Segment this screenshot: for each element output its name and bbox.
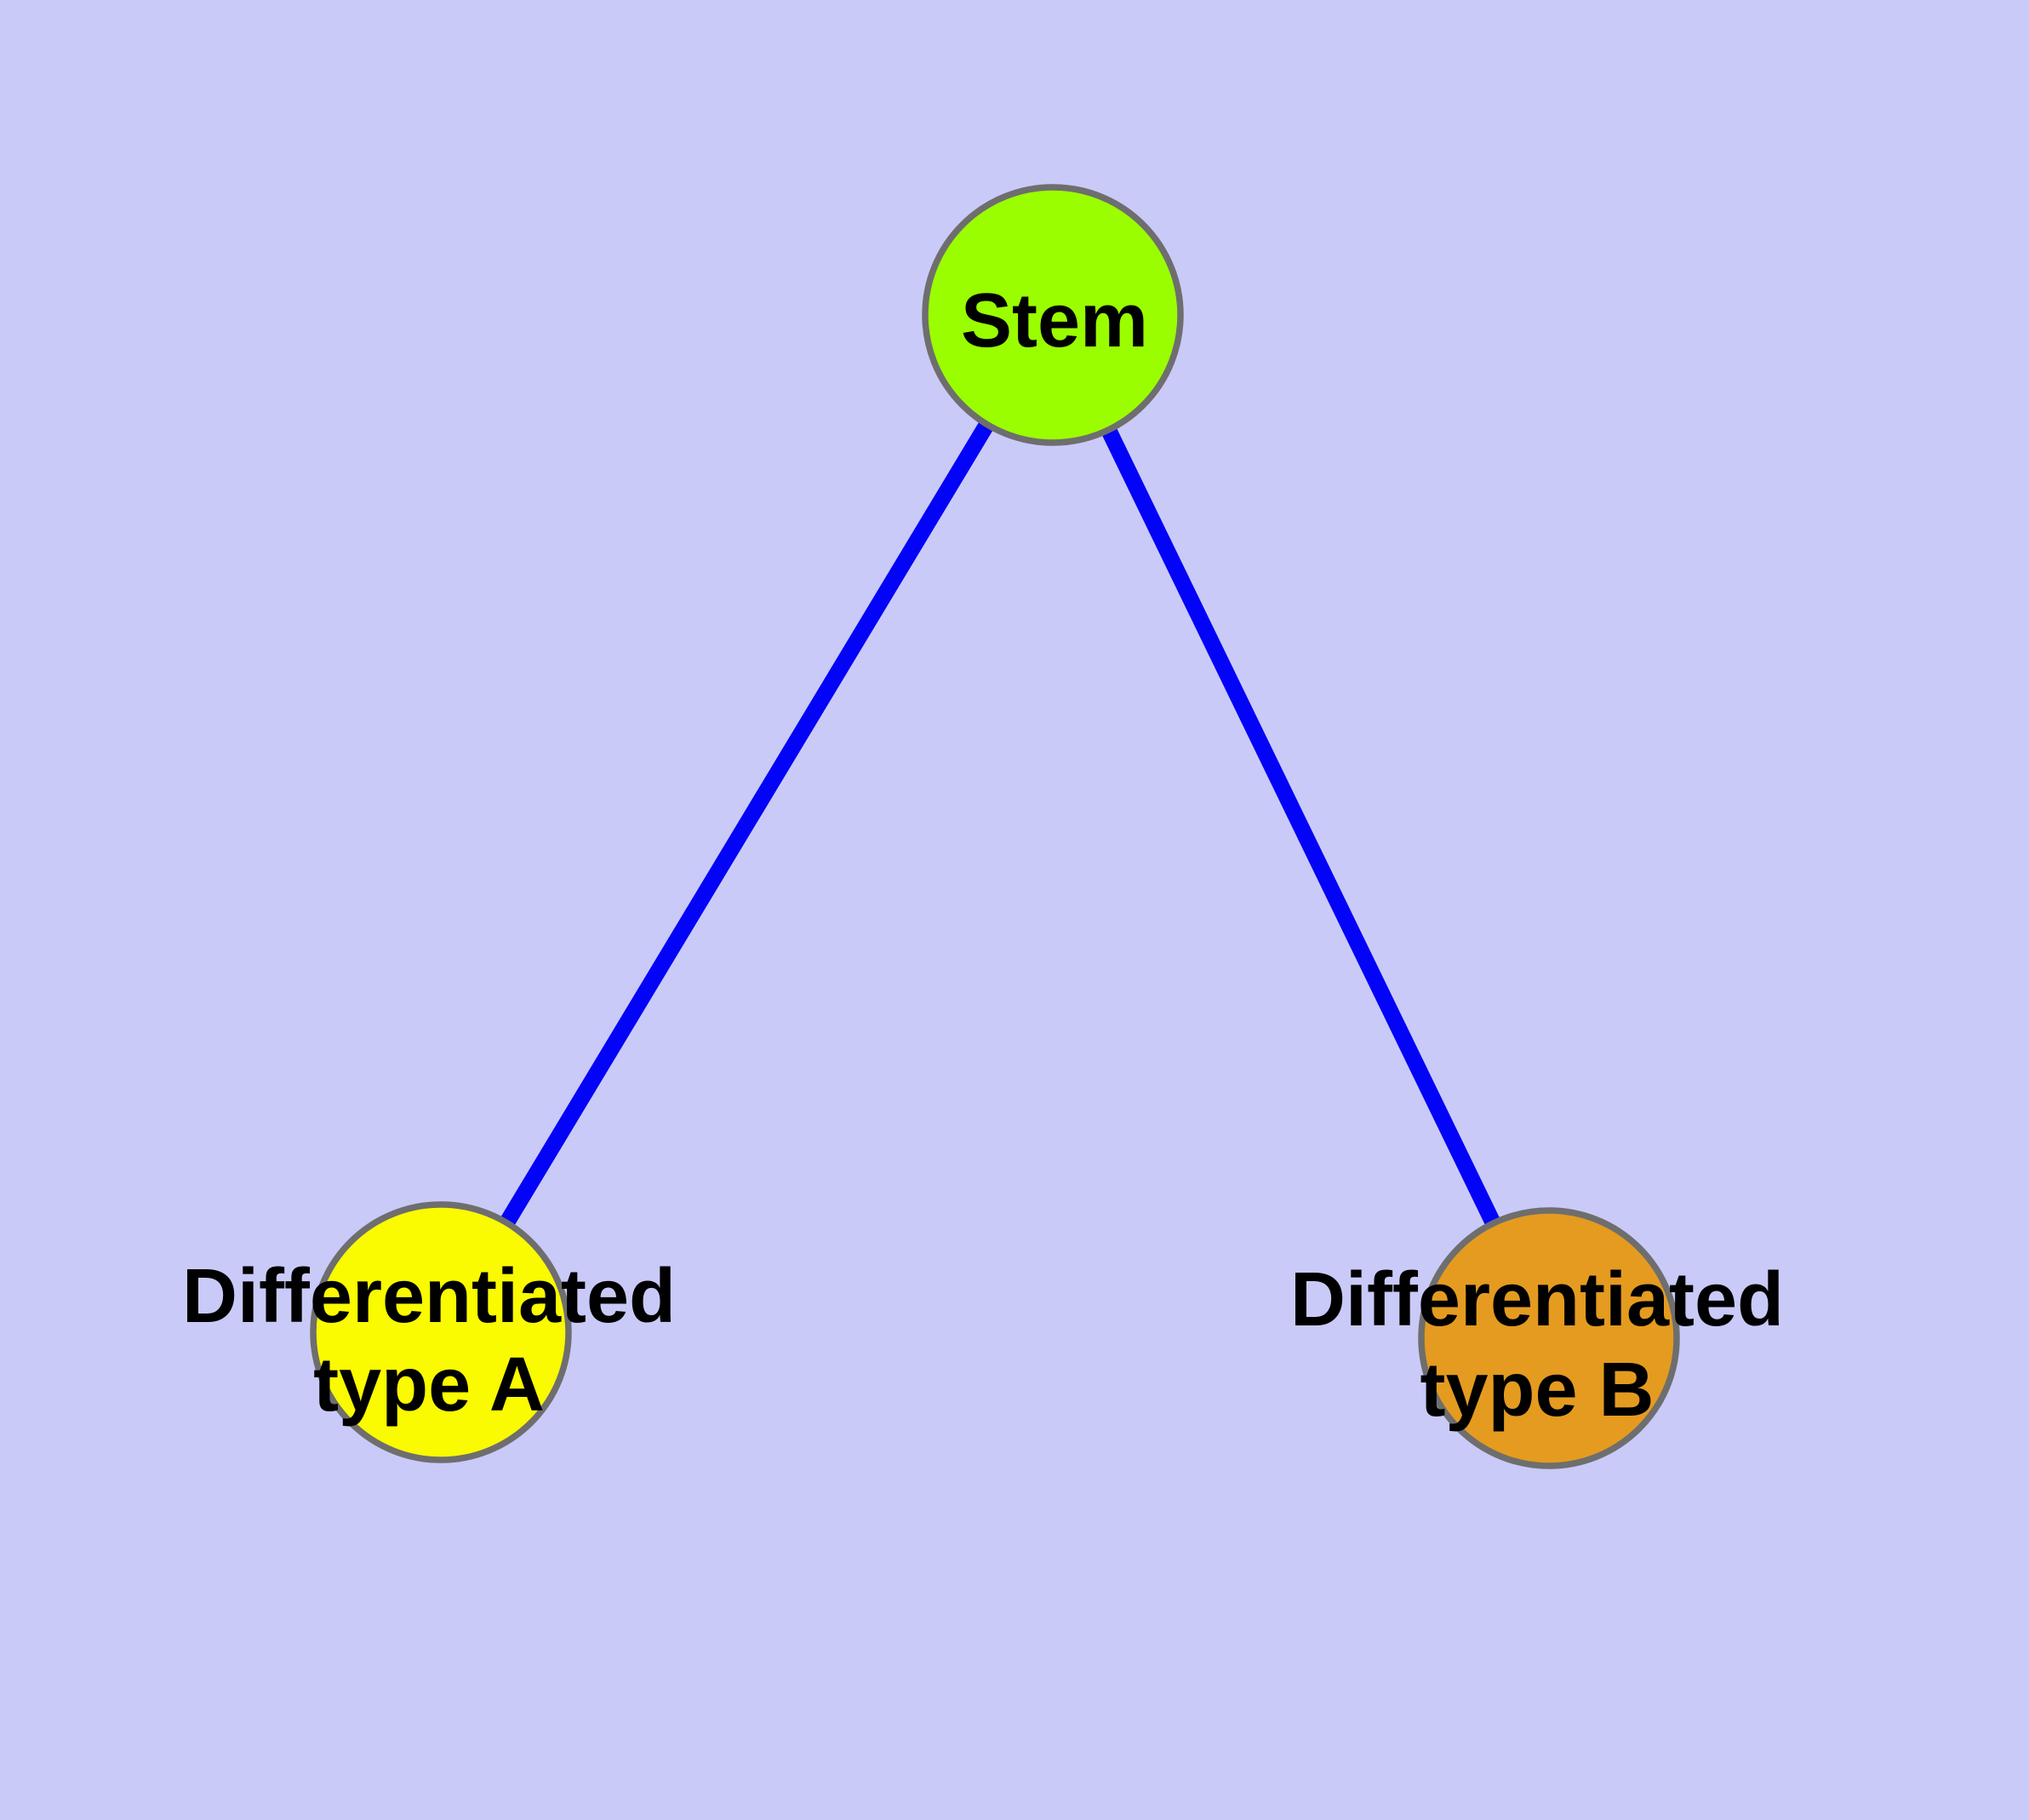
node-label-stem: Stem bbox=[961, 278, 1148, 363]
edge-stem-to-type-b bbox=[1045, 311, 1557, 1342]
node-label-type-b-line2: type B bbox=[1420, 1348, 1654, 1433]
node-label-type-a-line2: type A bbox=[313, 1342, 545, 1428]
node-label-type-b-line1: Differentiated bbox=[1290, 1257, 1784, 1342]
node-differentiated-type-b bbox=[1418, 1207, 1680, 1469]
node-stem bbox=[922, 184, 1184, 446]
edge-stem-to-type-a bbox=[433, 311, 1060, 1336]
node-label-type-a-line1: Differentiated bbox=[182, 1254, 676, 1339]
node-differentiated-type-a bbox=[310, 1201, 572, 1463]
